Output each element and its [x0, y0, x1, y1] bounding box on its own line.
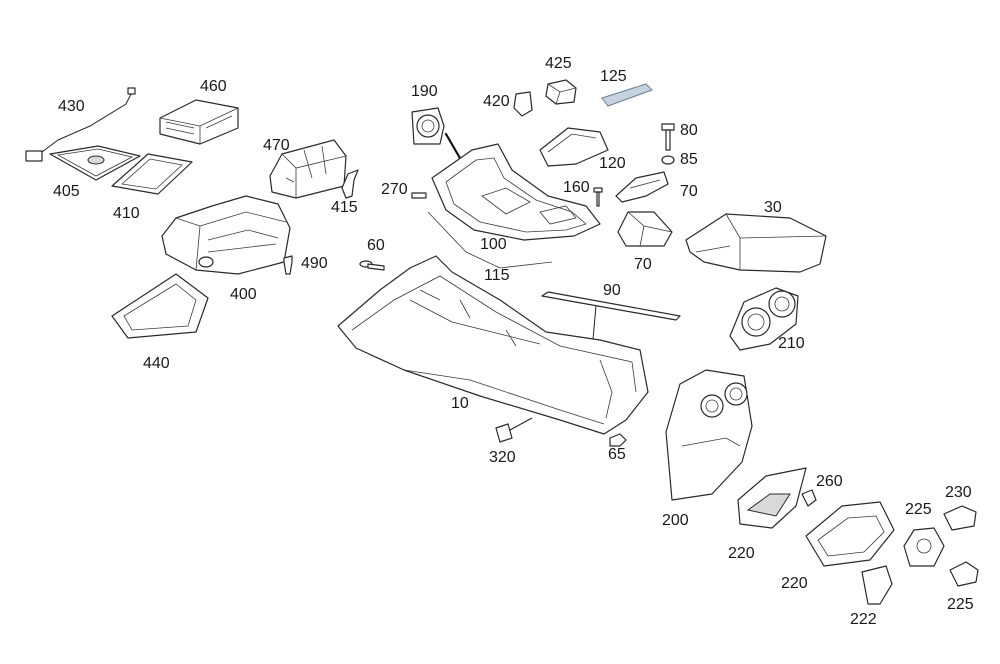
callout-225-lower[interactable]: 225 — [947, 596, 974, 613]
callout-225-upper[interactable]: 225 — [905, 501, 932, 518]
part-415-clip[interactable] — [341, 169, 359, 199]
callout-425[interactable]: 425 — [545, 55, 572, 72]
callout-430[interactable]: 430 — [58, 98, 85, 115]
callout-230[interactable]: 230 — [945, 484, 972, 501]
callout-220-upper[interactable]: 220 — [728, 545, 755, 562]
part-470-bracket[interactable] — [269, 139, 347, 199]
callout-160[interactable]: 160 — [563, 179, 590, 196]
callout-115[interactable]: 115 — [484, 267, 510, 284]
part-210-vents[interactable] — [729, 287, 799, 351]
part-220-drawer-upper[interactable] — [737, 467, 807, 529]
callout-80[interactable]: 80 — [680, 122, 698, 139]
callout-30[interactable]: 30 — [764, 199, 782, 216]
callout-125[interactable]: 125 — [600, 68, 627, 85]
callout-65[interactable]: 65 — [608, 446, 626, 463]
callout-220-lower[interactable]: 220 — [781, 575, 808, 592]
callout-85[interactable]: 85 — [680, 151, 698, 168]
part-200-rear-panel[interactable] — [665, 369, 753, 501]
part-425-switch[interactable] — [545, 79, 577, 105]
callout-270[interactable]: 270 — [381, 181, 408, 198]
part-120-lid[interactable] — [539, 127, 609, 167]
part-30-armrest[interactable] — [685, 213, 827, 273]
callout-120[interactable]: 120 — [599, 155, 626, 172]
part-85-nut[interactable] — [661, 155, 675, 165]
part-225-unit-upper[interactable] — [903, 527, 945, 567]
callout-70-lower[interactable]: 70 — [634, 256, 652, 273]
callout-10[interactable]: 10 — [451, 395, 469, 412]
part-70-lower[interactable] — [617, 211, 673, 247]
part-10-console[interactable] — [337, 255, 649, 435]
callout-70-upper[interactable]: 70 — [680, 183, 698, 200]
part-80-bolt[interactable] — [661, 123, 675, 151]
callout-200[interactable]: 200 — [662, 512, 689, 529]
part-400-housing[interactable] — [161, 195, 291, 275]
callout-90[interactable]: 90 — [603, 282, 621, 299]
callout-260[interactable]: 260 — [816, 473, 843, 490]
part-115-strip[interactable] — [427, 211, 553, 269]
callout-410[interactable]: 410 — [113, 205, 140, 222]
callout-490[interactable]: 490 — [301, 255, 328, 272]
callout-400[interactable]: 400 — [230, 286, 257, 303]
part-70-upper[interactable] — [615, 171, 669, 203]
part-225-unit-lower[interactable] — [949, 561, 979, 587]
callout-420[interactable]: 420 — [483, 93, 510, 110]
callout-190[interactable]: 190 — [411, 83, 438, 100]
part-430-cable[interactable] — [25, 87, 136, 162]
part-190-unit[interactable] — [411, 107, 470, 174]
callout-440[interactable]: 440 — [143, 355, 170, 372]
part-420-socket[interactable] — [513, 91, 533, 117]
callout-470[interactable]: 470 — [263, 137, 290, 154]
part-222-cup[interactable] — [861, 565, 893, 605]
part-260-screw[interactable] — [801, 489, 817, 507]
part-270-pin[interactable] — [411, 192, 427, 199]
part-65-nut[interactable] — [609, 433, 627, 447]
callout-222[interactable]: 222 — [850, 611, 877, 628]
part-60-screw[interactable] — [359, 260, 385, 271]
part-460-module[interactable] — [159, 99, 239, 145]
callout-415[interactable]: 415 — [331, 199, 358, 216]
part-490-screw[interactable] — [283, 255, 293, 275]
part-160-screw[interactable] — [593, 187, 603, 207]
callout-60[interactable]: 60 — [367, 237, 385, 254]
part-440-frame[interactable] — [111, 273, 209, 339]
callout-320[interactable]: 320 — [489, 449, 516, 466]
part-100-trim[interactable] — [431, 143, 601, 241]
part-220-drawer-lower[interactable] — [805, 501, 895, 567]
part-125-pad[interactable] — [601, 83, 653, 107]
part-410-frame[interactable] — [111, 153, 193, 195]
callout-100[interactable]: 100 — [480, 236, 507, 253]
callout-460[interactable]: 460 — [200, 78, 227, 95]
part-320-sensor[interactable] — [495, 417, 533, 443]
part-230-unit[interactable] — [943, 505, 977, 531]
callout-210[interactable]: 210 — [778, 335, 805, 352]
part-405-mat[interactable] — [49, 145, 141, 181]
callout-405[interactable]: 405 — [53, 183, 80, 200]
